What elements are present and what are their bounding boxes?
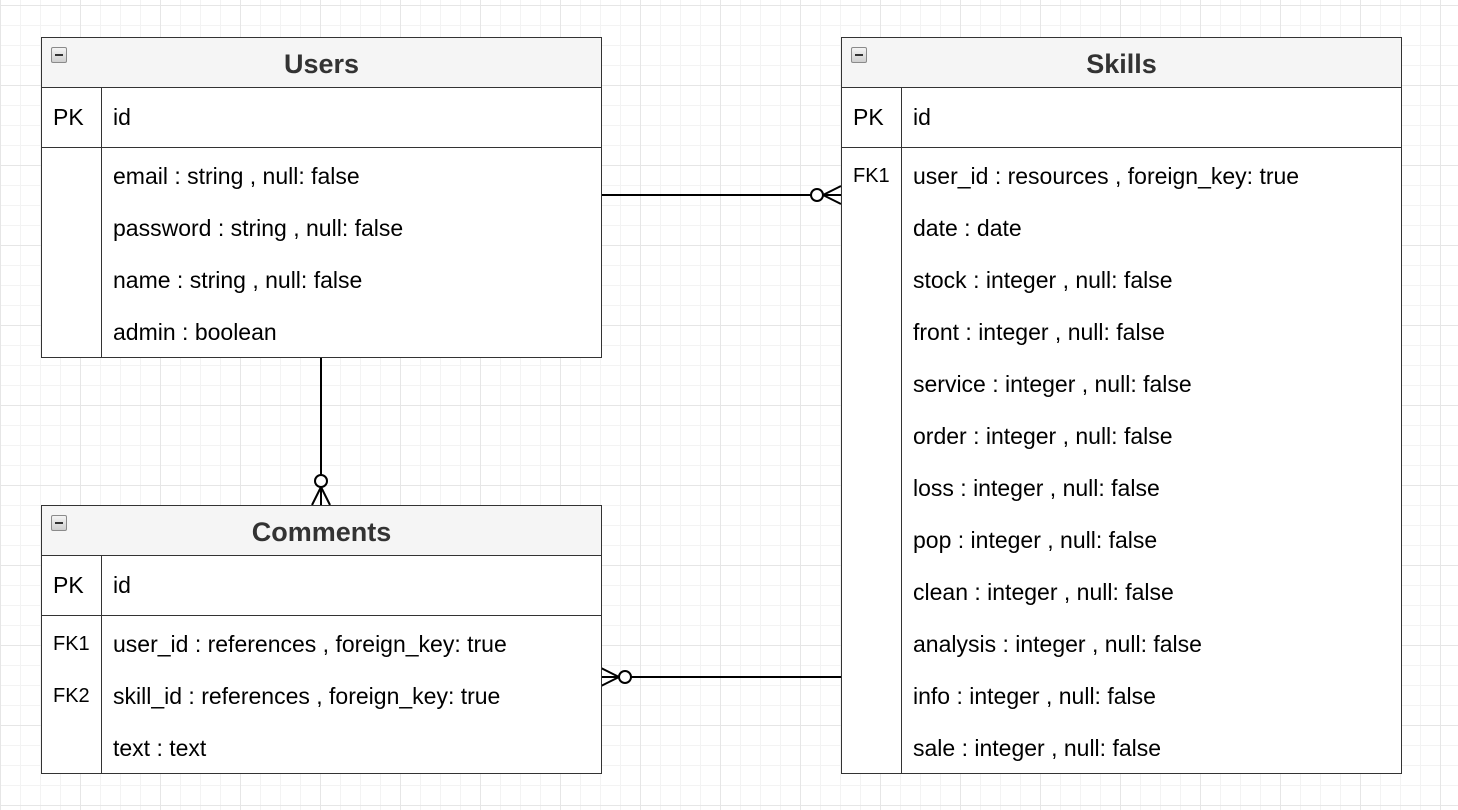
key-label xyxy=(42,722,101,774)
key-label xyxy=(42,254,101,306)
field-label: analysis : integer , null: false xyxy=(913,630,1202,657)
field-label: pop : integer , null: false xyxy=(913,526,1158,553)
collapse-icon[interactable] xyxy=(51,515,67,531)
field-label: service : integer , null: false xyxy=(913,370,1192,397)
field-label: order : integer , null: false xyxy=(913,422,1173,449)
field-row[interactable]: info : integer , null: false xyxy=(842,670,1401,722)
field-label: name : string , null: false xyxy=(113,266,363,293)
field-label: info : integer , null: false xyxy=(913,682,1156,709)
key-column-divider xyxy=(101,556,102,773)
key-label xyxy=(42,150,101,202)
skills-table-body: PK id FK1 user_id : resources , foreign_… xyxy=(842,88,1401,773)
key-label xyxy=(842,514,901,566)
skills-table-header[interactable]: Skills xyxy=(842,38,1401,88)
key-label xyxy=(842,618,901,670)
field-label: sale : integer , null: false xyxy=(913,734,1162,761)
collapse-icon[interactable] xyxy=(851,47,867,63)
users-table-title: Users xyxy=(283,49,360,79)
key-label xyxy=(842,566,901,618)
key-label xyxy=(842,306,901,358)
field-row[interactable]: pop : integer , null: false xyxy=(842,514,1401,566)
comments-table-title: Comments xyxy=(251,517,392,547)
relation-users-skills xyxy=(601,185,842,205)
field-label: date : date xyxy=(913,214,1022,241)
field-row[interactable]: password : string , null: false xyxy=(42,202,601,254)
primary-key-row[interactable]: PK id xyxy=(42,88,601,148)
skills-table-title: Skills xyxy=(1086,49,1157,79)
pk-label: PK xyxy=(53,104,84,130)
field-row[interactable]: name : string , null: false xyxy=(42,254,601,306)
field-row[interactable]: stock : integer , null: false xyxy=(842,254,1401,306)
relation-users-comments xyxy=(311,357,331,506)
field-row[interactable]: loss : integer , null: false xyxy=(842,462,1401,514)
pk-label: PK xyxy=(53,572,84,598)
field-row[interactable]: FK2 skill_id : references , foreign_key:… xyxy=(42,670,601,722)
key-column-divider xyxy=(901,88,902,773)
field-row[interactable]: analysis : integer , null: false xyxy=(842,618,1401,670)
field-label: user_id : references , foreign_key: true xyxy=(113,630,507,657)
pk-field: id xyxy=(113,572,131,598)
key-label: FK1 xyxy=(53,632,90,655)
field-row[interactable]: FK1 user_id : resources , foreign_key: t… xyxy=(842,150,1401,202)
field-row[interactable]: text : text xyxy=(42,722,601,774)
pk-field: id xyxy=(913,104,931,130)
field-label: admin : boolean xyxy=(113,318,277,345)
skills-table[interactable]: Skills PK id FK1 user_id : resources , f… xyxy=(841,37,1402,774)
key-label: FK2 xyxy=(53,684,90,707)
field-row[interactable]: service : integer , null: false xyxy=(842,358,1401,410)
key-label xyxy=(42,202,101,254)
key-label xyxy=(842,462,901,514)
field-label: email : string , null: false xyxy=(113,162,360,189)
field-label: front : integer , null: false xyxy=(913,318,1165,345)
field-row[interactable]: front : integer , null: false xyxy=(842,306,1401,358)
key-label xyxy=(842,722,901,774)
field-row[interactable]: date : date xyxy=(842,202,1401,254)
field-label: stock : integer , null: false xyxy=(913,266,1173,293)
field-row[interactable]: order : integer , null: false xyxy=(842,410,1401,462)
field-label: skill_id : references , foreign_key: tru… xyxy=(113,682,501,709)
comments-table-body: PK id FK1 user_id : references , foreign… xyxy=(42,556,601,773)
pk-label: PK xyxy=(853,104,884,130)
field-label: password : string , null: false xyxy=(113,214,404,241)
field-label: loss : integer , null: false xyxy=(913,474,1160,501)
field-row[interactable]: FK1 user_id : references , foreign_key: … xyxy=(42,618,601,670)
field-row[interactable]: sale : integer , null: false xyxy=(842,722,1401,774)
key-label xyxy=(842,358,901,410)
key-label xyxy=(842,202,901,254)
key-label: FK1 xyxy=(853,164,890,187)
primary-key-row[interactable]: PK id xyxy=(842,88,1401,148)
key-label xyxy=(42,306,101,358)
field-label: text : text xyxy=(113,734,207,761)
users-table[interactable]: Users PK id email : string , null: false… xyxy=(41,37,602,358)
key-label xyxy=(842,410,901,462)
users-table-header[interactable]: Users xyxy=(42,38,601,88)
key-label xyxy=(842,670,901,722)
field-label: clean : integer , null: false xyxy=(913,578,1174,605)
primary-key-row[interactable]: PK id xyxy=(42,556,601,616)
comments-table-header[interactable]: Comments xyxy=(42,506,601,556)
key-column-divider xyxy=(101,88,102,357)
key-label xyxy=(842,254,901,306)
field-row[interactable]: clean : integer , null: false xyxy=(842,566,1401,618)
field-label: user_id : resources , foreign_key: true xyxy=(913,162,1300,189)
users-table-body: PK id email : string , null: false passw… xyxy=(42,88,601,357)
comments-table[interactable]: Comments PK id FK1 user_id : references … xyxy=(41,505,602,774)
collapse-icon[interactable] xyxy=(51,47,67,63)
field-row[interactable]: email : string , null: false xyxy=(42,150,601,202)
pk-field: id xyxy=(113,104,131,130)
relation-skills-comments xyxy=(600,667,841,687)
field-row[interactable]: admin : boolean xyxy=(42,306,601,358)
